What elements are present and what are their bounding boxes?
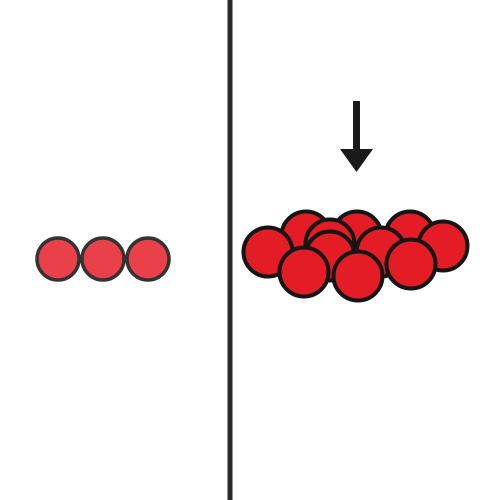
down-arrow-icon (340, 101, 373, 172)
circle-cluster (241, 209, 470, 303)
left-panel (35, 236, 171, 282)
right-circle (331, 249, 385, 303)
right-circle (277, 245, 331, 299)
left-circle (35, 236, 81, 282)
left-circle (80, 236, 126, 282)
left-circle (125, 236, 171, 282)
right-panel (241, 101, 470, 303)
right-circle (384, 237, 438, 291)
